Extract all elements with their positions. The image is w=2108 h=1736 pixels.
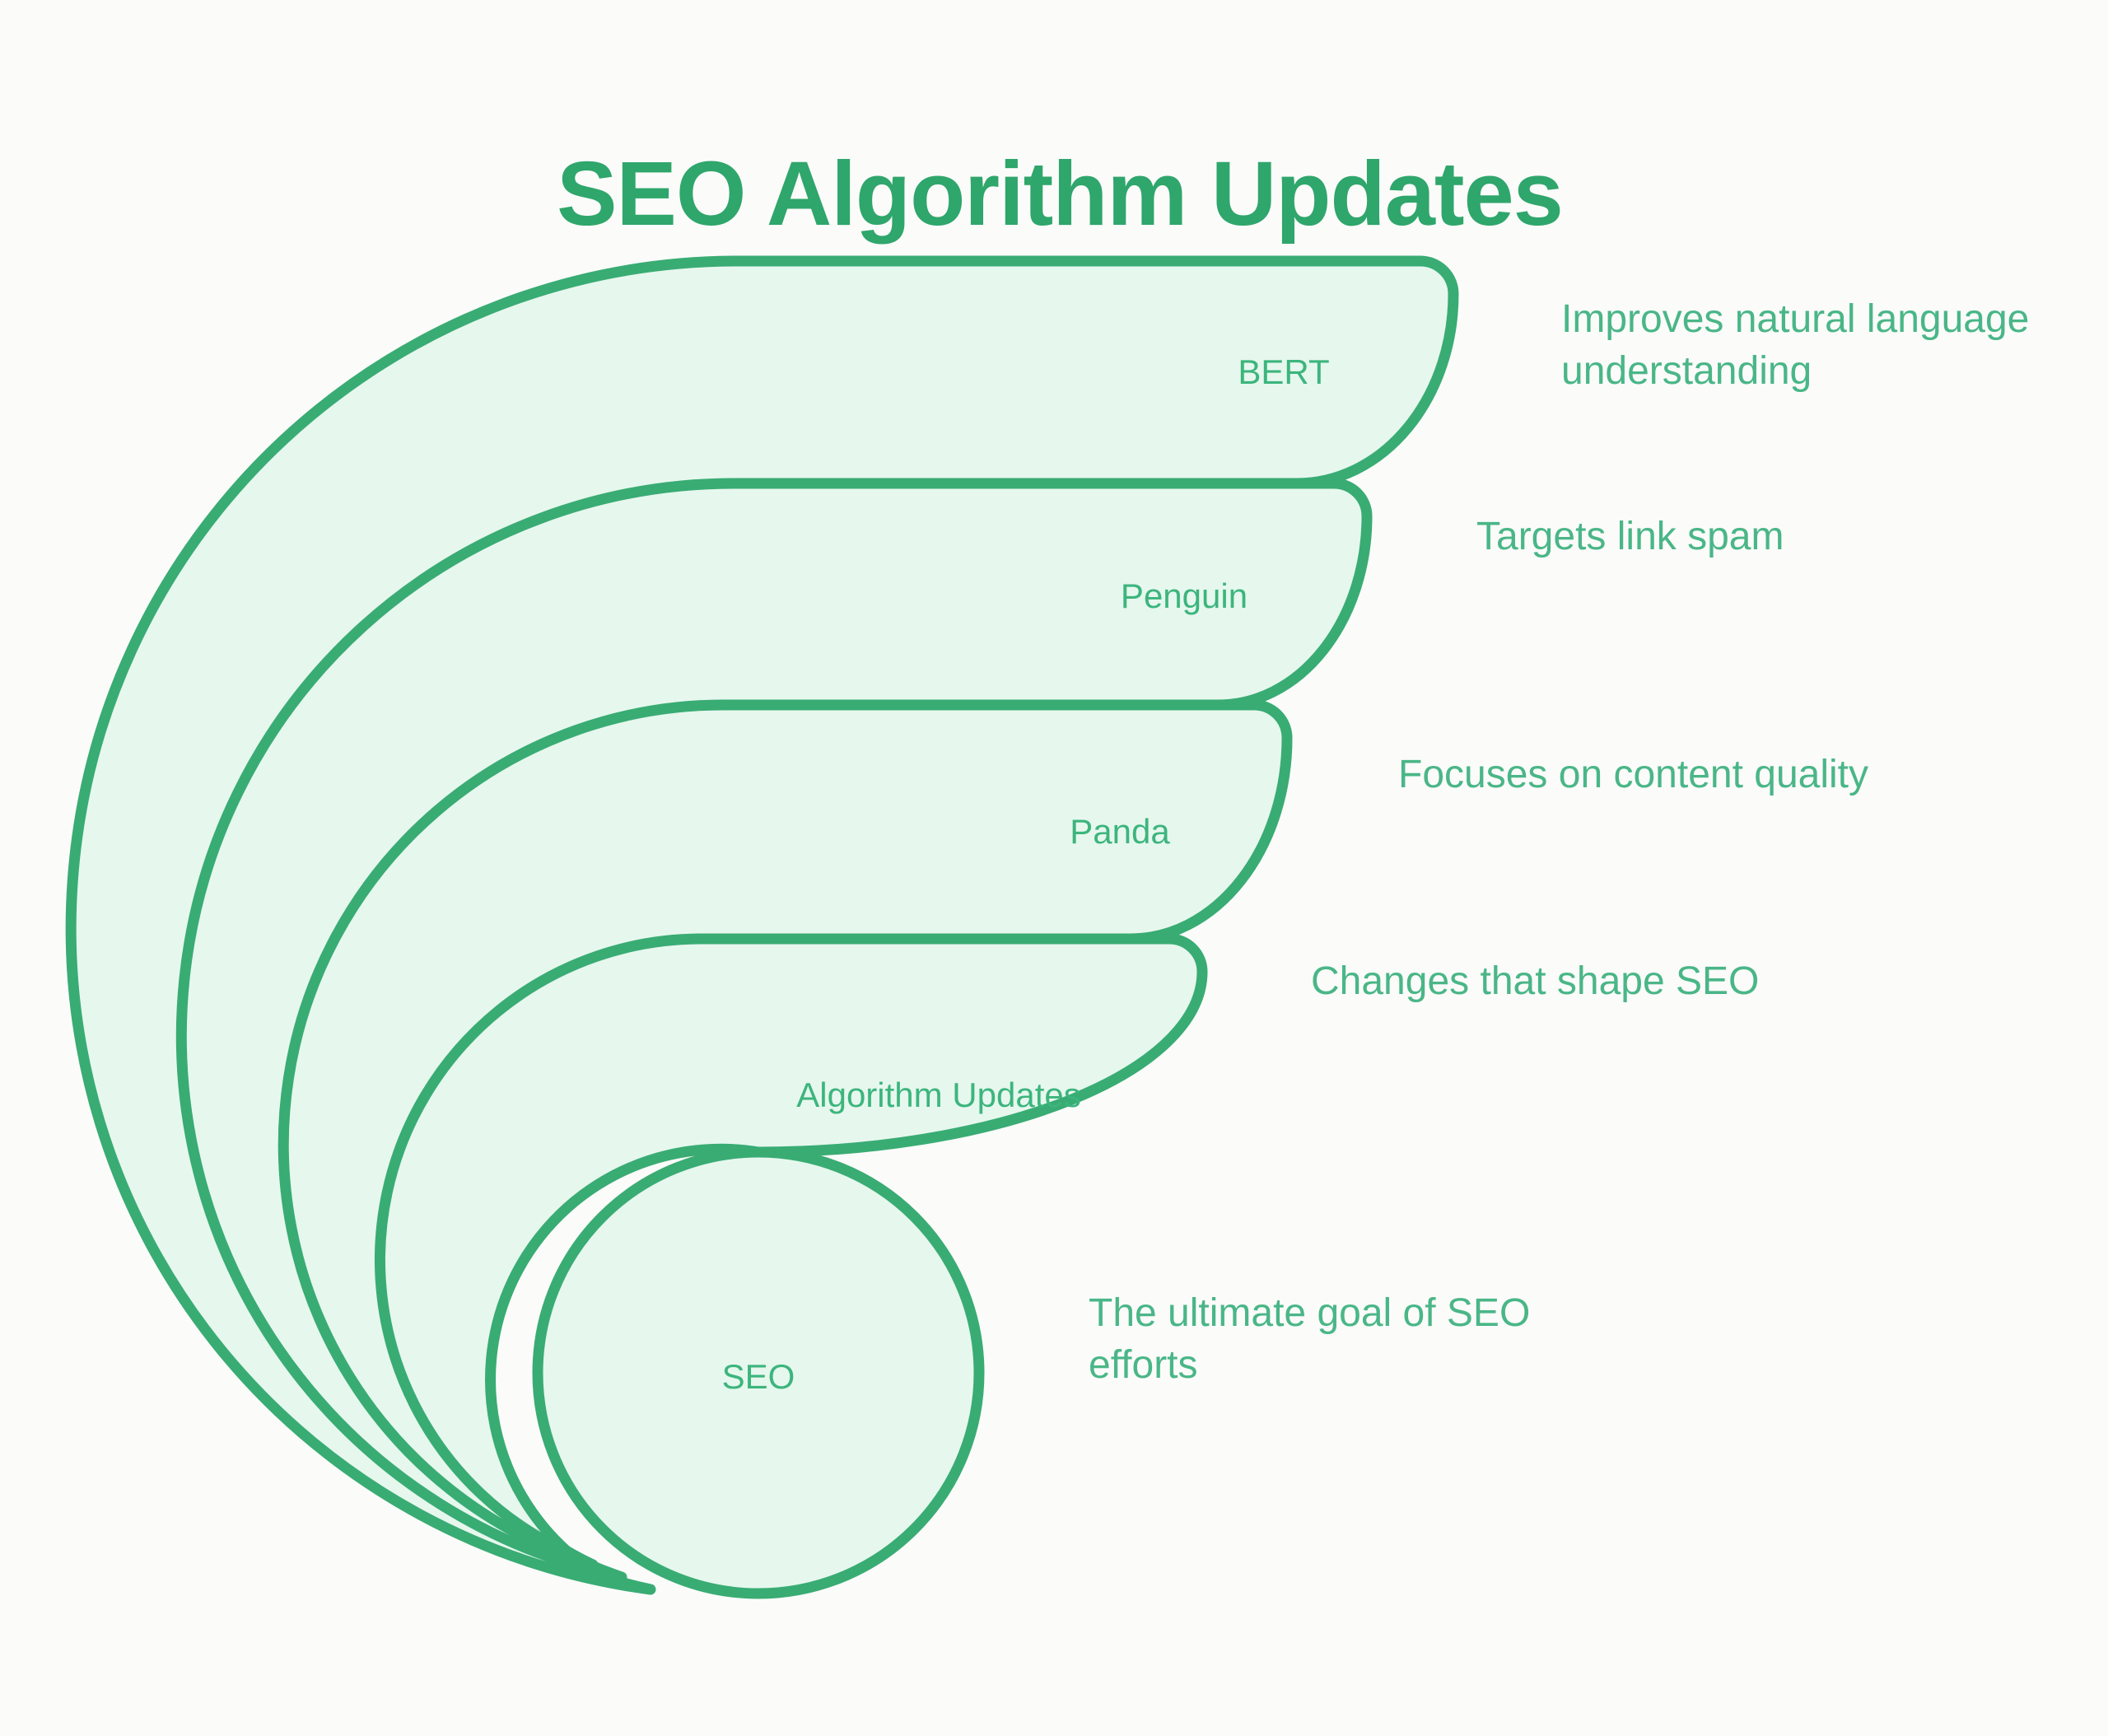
petal-shape-algorithm-updates [375, 933, 1208, 1558]
petal-label-penguin: Penguin [1120, 576, 1248, 615]
page-title: SEO Algorithm Updates [557, 143, 1564, 245]
description-penguin: Targets link spam [1476, 515, 1784, 558]
seo-circle-shape [532, 1146, 985, 1599]
petal-label-panda: Panda [1070, 812, 1170, 851]
description-seo: The ultimate goal of SEO efforts [1089, 1291, 1531, 1387]
petal-label-seo: SEO [721, 1357, 795, 1396]
description-algorithm-updates: Changes that shape SEO [1311, 959, 1760, 1003]
petal-label-algorithm-updates: Algorithm Updates [796, 1076, 1081, 1114]
description-bert: Improves natural language understanding [1561, 297, 2030, 393]
petal-label-bert: BERT [1238, 352, 1330, 391]
description-panda: Focuses on content quality [1398, 753, 1869, 796]
